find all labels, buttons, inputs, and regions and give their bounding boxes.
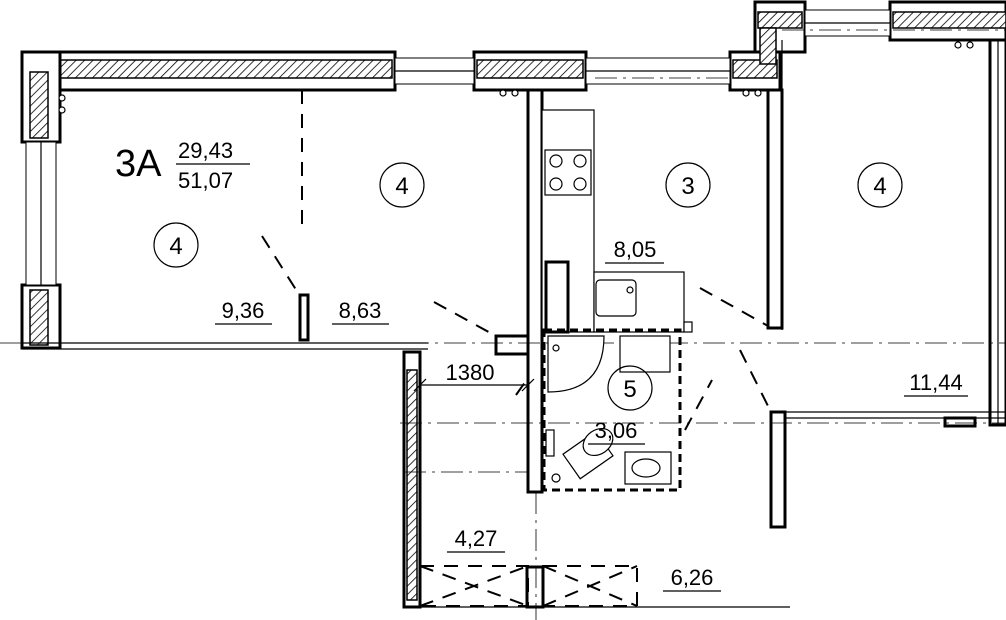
living-area: 29,43 [178, 138, 233, 163]
apartment-label: 3А 29,43 51,07 [115, 138, 250, 193]
interior-walls [22, 40, 1006, 609]
room-right-area: 11,44 [909, 370, 962, 395]
room-markers: 4 4 3 4 5 [153, 162, 903, 411]
room-left-number: 4 [169, 233, 182, 260]
apartment-type: 3А [115, 143, 162, 185]
total-area: 51,07 [178, 168, 233, 193]
corridor-area: 6,26 [671, 565, 714, 590]
axis-lines [0, 29, 1006, 620]
bathroom-fixtures [542, 328, 682, 492]
room-middle-number: 4 [395, 173, 408, 200]
area-labels: 9,36 8,63 8,05 11,44 3,06 4,27 6,26 [215, 237, 968, 592]
partitions [261, 90, 772, 431]
hall-width-dimension: 1380 [446, 360, 495, 385]
kitchen-number: 3 [681, 173, 694, 200]
windows [25, 9, 891, 286]
storage-marks [419, 565, 638, 607]
kitchen-fixtures [541, 109, 693, 334]
kitchen-area: 8,05 [614, 237, 657, 262]
bathroom-number: 5 [623, 376, 636, 403]
dimension-line: 1380 [413, 360, 535, 392]
room-left-area: 9,36 [222, 298, 265, 323]
kitchen-sink [595, 279, 637, 317]
hall-area: 4,27 [455, 526, 498, 551]
bathroom-area: 3,06 [595, 418, 638, 443]
heater-outlets [58, 41, 974, 114]
exterior-walls [20, 0, 1006, 427]
shower-tray [547, 335, 605, 393]
room-middle-area: 8,63 [339, 298, 382, 323]
room-right-number: 4 [873, 173, 886, 200]
